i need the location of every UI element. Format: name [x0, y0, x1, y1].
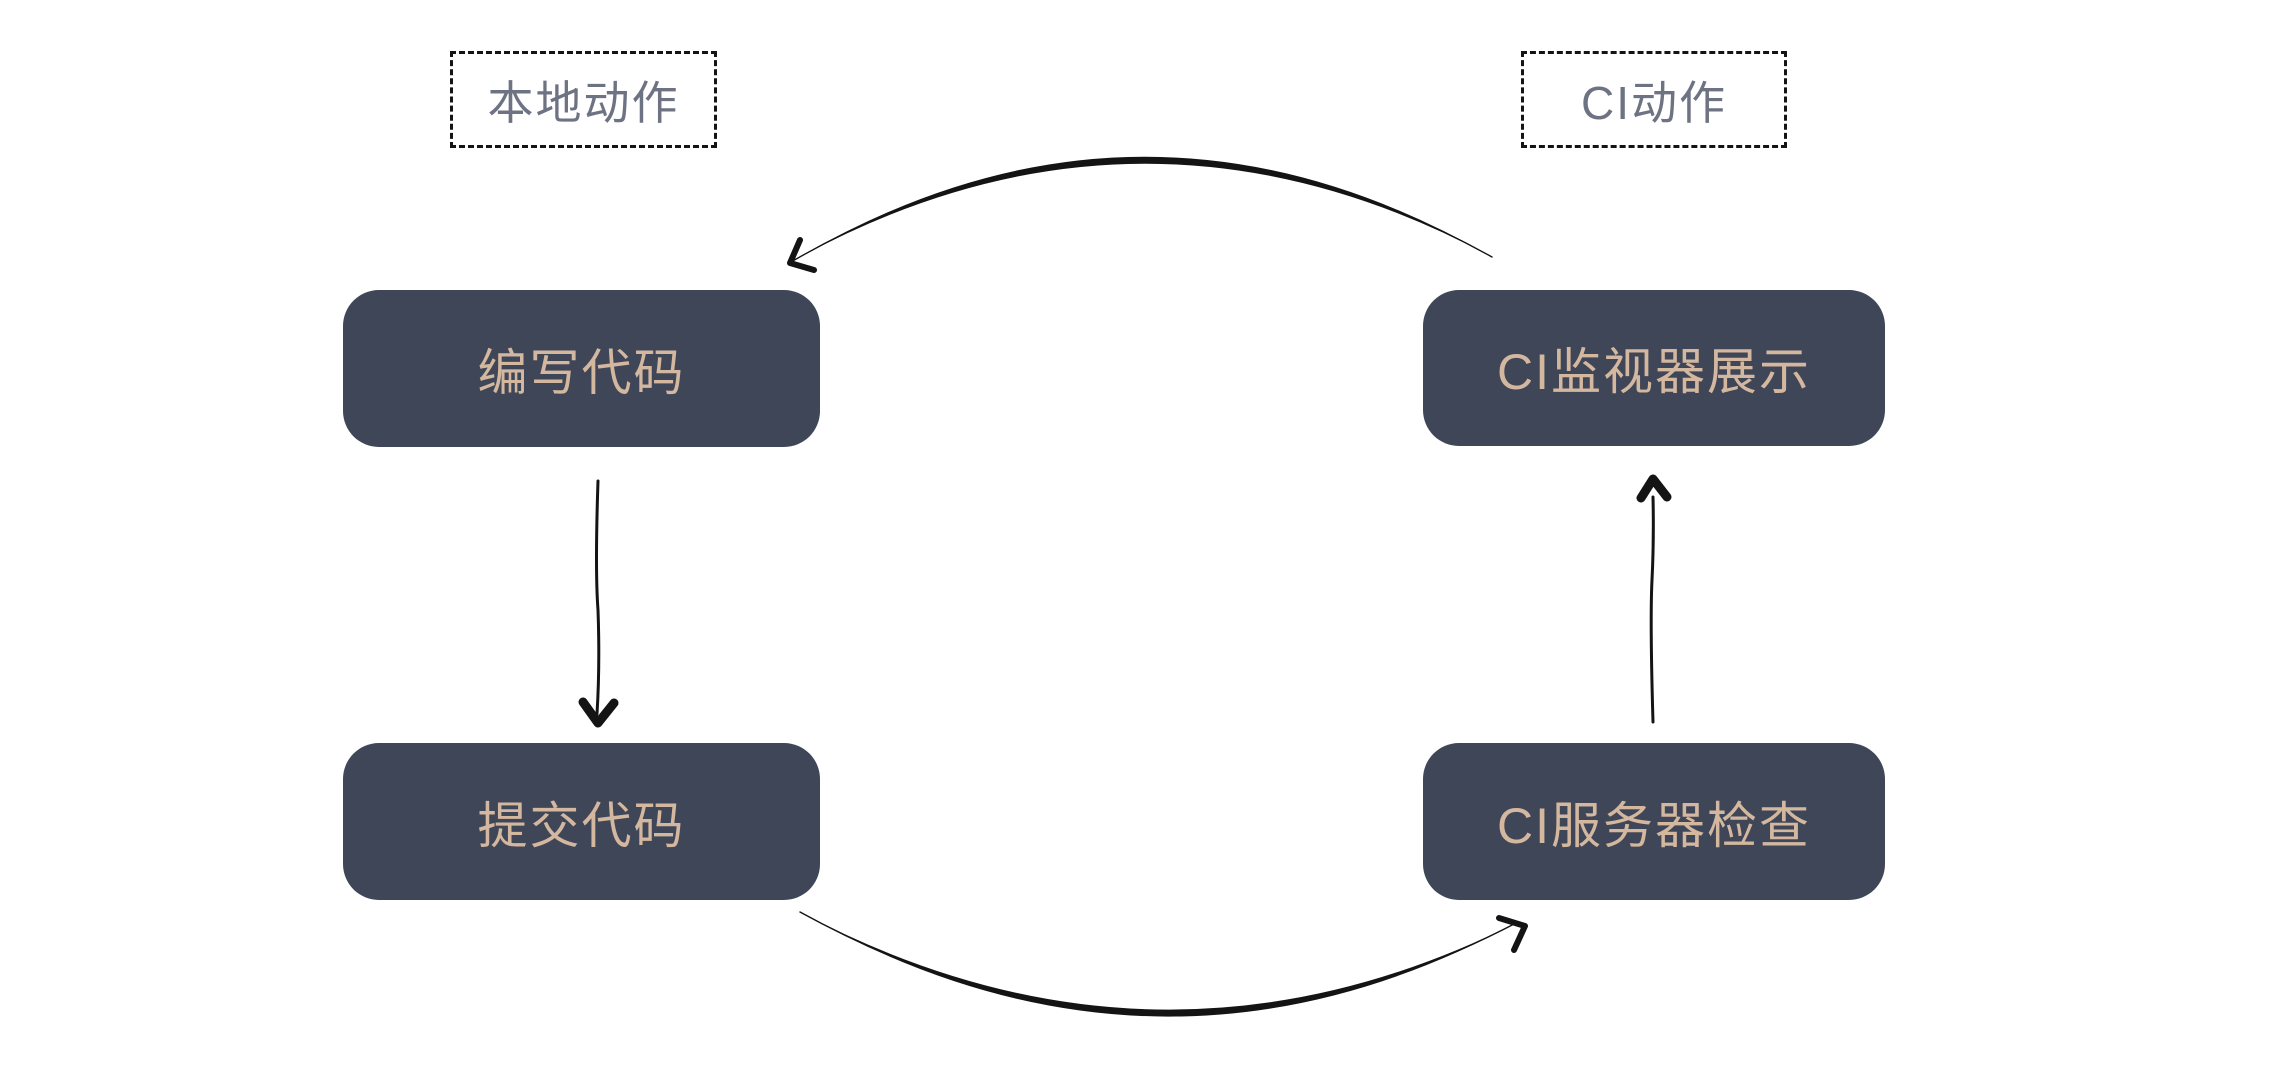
arrowhead-right-icon — [1496, 915, 1528, 953]
arrowhead-up-icon — [1636, 474, 1672, 503]
label-local-actions: 本地动作 — [450, 51, 717, 148]
node-ci-monitor-display: CI监视器展示 — [1423, 290, 1885, 446]
node-commit-code: 提交代码 — [343, 743, 820, 900]
edge-write-to-commit-arrow — [578, 479, 619, 728]
edge-server-to-monitor-arrow — [1636, 474, 1672, 724]
edge-monitor-to-write-arrow — [787, 156, 1493, 273]
arrowhead-down-icon — [578, 697, 619, 728]
node-ci-server-check: CI服务器检查 — [1423, 743, 1885, 900]
edge-commit-to-server-arrow — [799, 911, 1528, 1017]
arrowhead-left-icon — [787, 237, 817, 273]
label-ci-actions: CI动作 — [1521, 51, 1787, 148]
node-write-code: 编写代码 — [343, 290, 820, 447]
